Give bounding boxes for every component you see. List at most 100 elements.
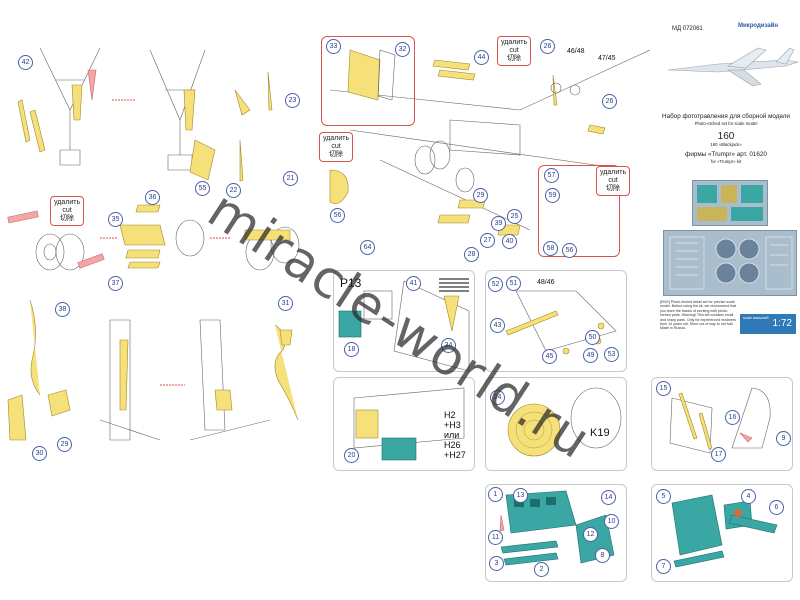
cut-label-left-cn: 切除	[329, 151, 344, 158]
kit-en: for «Trumpr» kit	[710, 159, 742, 164]
aircraft-image	[667, 47, 798, 87]
part-number-42: 42	[18, 55, 33, 70]
panel-k19	[485, 377, 627, 471]
part-number-10: 10	[604, 514, 619, 529]
model-number: 160	[717, 131, 735, 142]
part-number-8: 8	[595, 548, 610, 563]
part-number-56: 56	[330, 208, 345, 223]
part-number-37: 37	[108, 276, 123, 291]
part-number-11: 11	[488, 530, 503, 545]
cut-label-top-en: cut	[509, 47, 519, 54]
cut-label-top-ru: удалить	[501, 39, 528, 46]
part-number-45: 45	[542, 349, 557, 364]
part-number-48-46: 48/46	[537, 279, 555, 286]
fret-small-detail	[697, 185, 763, 221]
h-option-3: или	[444, 430, 460, 440]
h-option-4: H26	[444, 440, 461, 450]
part-number-59: 59	[545, 188, 560, 203]
fret-image-large	[663, 230, 797, 296]
kit-ru: фирмы «Trumpr» арт. 01620	[685, 151, 767, 158]
label-p13: P13	[340, 276, 362, 290]
fret-image-small	[692, 180, 768, 226]
seat-drawing	[669, 387, 771, 454]
landing-gear-drawings	[7, 47, 300, 441]
part-number-31: 31	[278, 296, 293, 311]
panel-cockpit-rear	[651, 484, 793, 582]
part-number-46-48: 46/48	[567, 48, 585, 55]
part-number-22: 22	[226, 183, 241, 198]
part-number-33: 33	[326, 39, 341, 54]
part-number-24: 24	[490, 390, 505, 405]
label-k19: K19	[590, 427, 610, 439]
part-number-30: 30	[32, 446, 47, 461]
part-number-25: 25	[507, 209, 522, 224]
part-number-41: 41	[406, 276, 421, 291]
part-number-38: 38	[55, 302, 70, 317]
part-number-52: 52	[488, 277, 503, 292]
cut-label-left-en: cut	[331, 143, 341, 150]
cut-label-inset: удалить cut 切除	[596, 166, 631, 196]
part-number-47-45: 47/45	[598, 55, 616, 62]
part-number-58: 58	[543, 241, 558, 256]
part-number-5: 5	[656, 489, 671, 504]
scale-small-label: scale масштаб	[743, 316, 769, 320]
scale-badge: scale масштаб 1:72	[740, 314, 796, 334]
cut-label-inset-ru: удалить	[600, 169, 627, 176]
part-number-35: 35	[108, 212, 123, 227]
cut-label-en: cut	[62, 207, 72, 214]
part-number-16: 16	[725, 410, 740, 425]
cut-label: удалить cut 切除	[50, 196, 85, 226]
part-number-2: 2	[534, 562, 549, 577]
part-number-40: 40	[502, 234, 517, 249]
part-number-43: 43	[490, 318, 505, 333]
part-number-17: 17	[711, 447, 726, 462]
model-name: 160 «Blackjack»	[710, 142, 742, 147]
part-number-14: 14	[601, 490, 616, 505]
part-number-15: 15	[656, 381, 671, 396]
part-number-56-inset: 56	[562, 243, 577, 258]
part-number-29-center: 29	[473, 188, 488, 203]
fret-large-detail	[669, 236, 793, 290]
title-ru: Набор фототравления для сборной модели	[662, 113, 790, 120]
brand-code: МД 072061	[672, 26, 703, 32]
part-number-26-right: 26	[602, 94, 617, 109]
h-option-1: H2	[444, 410, 456, 420]
cut-label-left: удалить cut 切除	[319, 132, 354, 162]
part-number-64: 64	[360, 240, 375, 255]
part-number-18: 18	[344, 342, 359, 357]
part-number-57: 57	[544, 168, 559, 183]
panel-h-drawing	[353, 387, 465, 461]
title-block: МД 072061 Микродизайн Набор фототравлени…	[652, 0, 800, 600]
h-option-5: +H27	[444, 450, 466, 460]
part-number-9: 9	[776, 431, 791, 446]
part-number-32: 32	[395, 42, 410, 57]
part-number-7: 7	[656, 559, 671, 574]
part-number-6: 6	[769, 500, 784, 515]
part-number-4: 4	[741, 489, 756, 504]
title-en: Photo-etched set for scale model	[694, 121, 758, 126]
h-options-list: H2 +H3 или H26 +H27	[444, 410, 466, 460]
fuselage-drawing	[329, 49, 650, 236]
part-number-26-top: 26	[540, 39, 555, 54]
panel-p13	[333, 270, 475, 372]
part-number-21: 21	[283, 171, 298, 186]
part-number-27: 27	[480, 233, 495, 248]
part-number-49: 49	[583, 348, 598, 363]
part-number-23: 23	[285, 93, 300, 108]
cut-label-cn: 切除	[60, 215, 75, 222]
cut-label-ru: удалить	[54, 199, 81, 206]
part-number-44: 44	[474, 50, 489, 65]
cut-label-inset-cn: 切除	[606, 185, 621, 192]
part-number-39: 39	[491, 216, 506, 231]
warning-text: [ENG] Photo-etched detail set for precis…	[660, 300, 737, 331]
part-number-34: 34	[441, 338, 456, 353]
h-option-2: +H3	[444, 420, 461, 430]
part-number-29: 29	[57, 437, 72, 452]
brand-logo: Микродизайн	[738, 23, 778, 29]
part-number-3: 3	[489, 556, 504, 571]
part-number-1: 1	[488, 487, 503, 502]
part-number-28: 28	[464, 247, 479, 262]
cut-label-inset-en: cut	[608, 177, 618, 184]
cut-label-top-cn: 切除	[507, 55, 522, 62]
